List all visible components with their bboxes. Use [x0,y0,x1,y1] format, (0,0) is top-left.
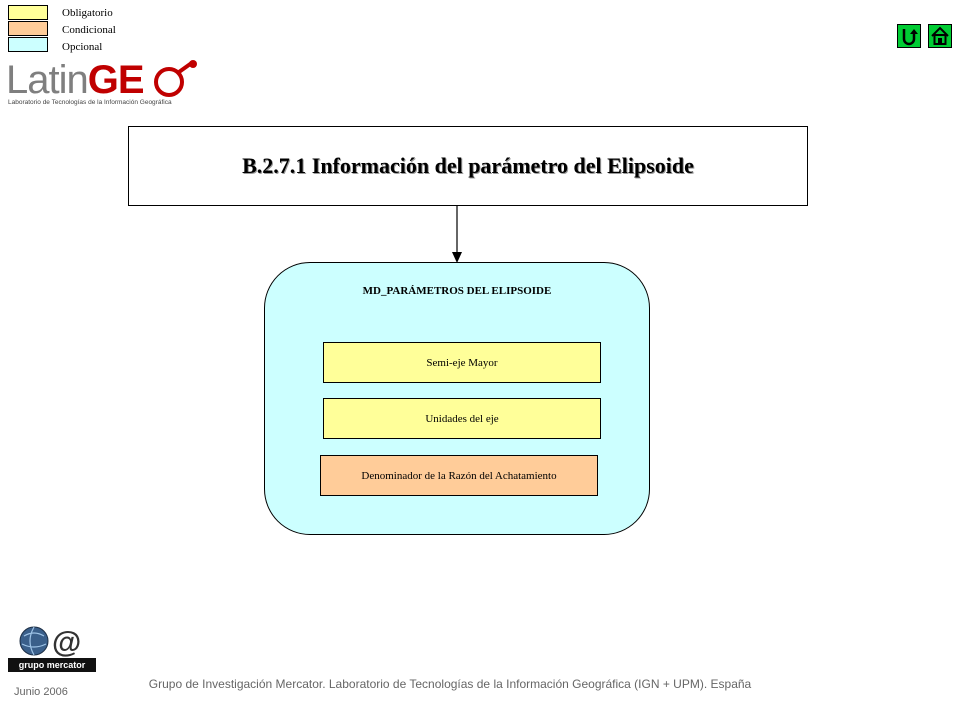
legend-swatch-obligatorio [8,5,48,20]
element-label: Denominador de la Razón del Achatamiento [361,469,557,482]
globe-at-icon: @ [19,626,81,658]
legend-label-opcional: Opcional [62,41,103,53]
element-label: Unidades del eje [425,412,499,425]
grupo-mercator-logo: @ grupo mercator [8,624,98,676]
container-title: MD_PARÁMETROS DEL ELIPSOIDE [362,285,552,297]
md-parametros-elipsoide-box: MD_PARÁMETROS DEL ELIPSOIDE Semi-eje May… [264,262,650,535]
home-icon [931,26,949,45]
diagram-title: B.2.7.1 Información del parámetro del El… [242,153,694,178]
element-denominador-achatamiento: Denominador de la Razón del Achatamiento [320,455,598,496]
u-turn-arrow-icon [902,29,918,46]
home-button[interactable] [928,24,952,48]
grupo-mercator-text: grupo mercator [8,658,96,672]
legend-swatch-condicional [8,21,48,36]
diagram-title-box: B.2.7.1 Información del parámetro del El… [128,126,808,206]
footer-credits: Grupo de Investigación Mercator. Laborat… [148,677,752,691]
logo-subtitle: Laboratorio de Tecnologías de la Informa… [8,99,172,106]
footer-date: Junio 2006 [14,686,68,698]
logo-geo-text: GE [87,58,145,102]
element-label: Semi-eje Mayor [426,356,498,369]
legend-label-obligatorio: Obligatorio [62,7,113,19]
svg-text:@: @ [52,626,81,658]
back-button[interactable] [897,24,921,48]
legend-label-condicional: Condicional [62,24,116,36]
logo-globe-icon [154,60,197,97]
logo-latin-text: Latin [6,58,89,102]
legend-swatch-opcional [8,37,48,52]
element-semi-eje-mayor: Semi-eje Mayor [323,342,601,383]
latingeo-logo: LatinGE Laboratorio de Tecnologías de la… [6,60,206,112]
element-unidades-del-eje: Unidades del eje [323,398,601,439]
connector-arrow [452,206,462,263]
